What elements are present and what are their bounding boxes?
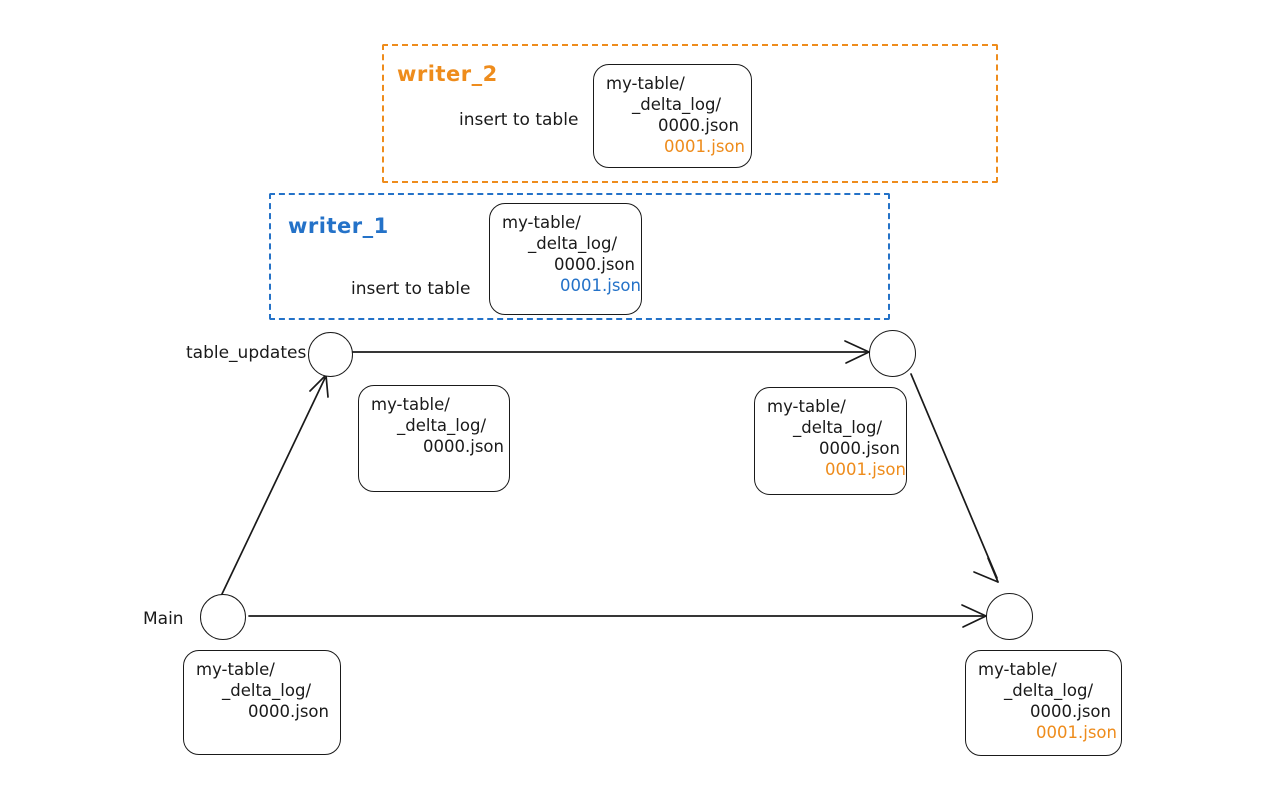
edge-main-start-to-table-updates-start [221,374,329,595]
card-table-updates-head-files: my-table/ _delta_log/ 0000.json 0001.jso… [754,387,907,495]
card-line: my-table/ [502,213,581,232]
card-line: 0000.json [819,439,900,459]
card-line: my-table/ [371,395,450,414]
card-line-highlight: 0001.json [825,460,906,480]
card-main-start-files: my-table/ _delta_log/ 0000.json [183,650,341,755]
card-line: _delta_log/ [222,681,312,701]
action-label-writer-2-insert: insert to table [459,110,579,130]
card-line: 0000.json [554,255,635,275]
lane-title-writer-2: writer_2 [397,62,498,86]
card-line: my-table/ [196,660,275,679]
branch-label-table-updates: table_updates [186,343,307,363]
lane-title-writer-1: writer_1 [288,214,389,238]
card-line: 0000.json [658,116,739,136]
edge-table-updates-head-to-main-head [910,373,999,583]
card-line: 0000.json [1030,702,1111,722]
node-table-updates-start[interactable] [308,332,353,377]
lane-writer-2 [382,44,998,183]
node-main-head[interactable] [986,593,1033,640]
edge-table-updates-start-to-head [352,340,870,364]
card-line-highlight: 0001.json [1036,723,1117,743]
card-line: _delta_log/ [1004,681,1094,701]
branch-label-main: Main [143,609,184,629]
card-main-head-files: my-table/ _delta_log/ 0000.json 0001.jso… [965,650,1122,756]
node-main-start[interactable] [200,594,246,640]
card-line: _delta_log/ [397,416,487,436]
card-writer-1-files: my-table/ _delta_log/ 0000.json 0001.jso… [489,203,642,315]
card-line: 0000.json [248,702,329,722]
card-line: _delta_log/ [528,234,618,254]
lane-writer-1 [269,193,890,320]
card-table-updates-start-files: my-table/ _delta_log/ 0000.json [358,385,510,492]
card-line-highlight: 0001.json [560,276,641,296]
card-line: _delta_log/ [632,95,722,115]
card-line: my-table/ [767,397,846,416]
card-line-highlight: 0001.json [664,137,745,157]
card-line: _delta_log/ [793,418,883,438]
card-line: 0000.json [423,437,504,457]
edge-main-start-to-main-head [248,604,987,628]
card-writer-2-files: my-table/ _delta_log/ 0000.json 0001.jso… [593,64,752,168]
node-table-updates-head[interactable] [869,330,916,377]
card-line: my-table/ [606,74,685,93]
action-label-writer-1-insert: insert to table [351,279,471,299]
card-line: my-table/ [978,660,1057,679]
